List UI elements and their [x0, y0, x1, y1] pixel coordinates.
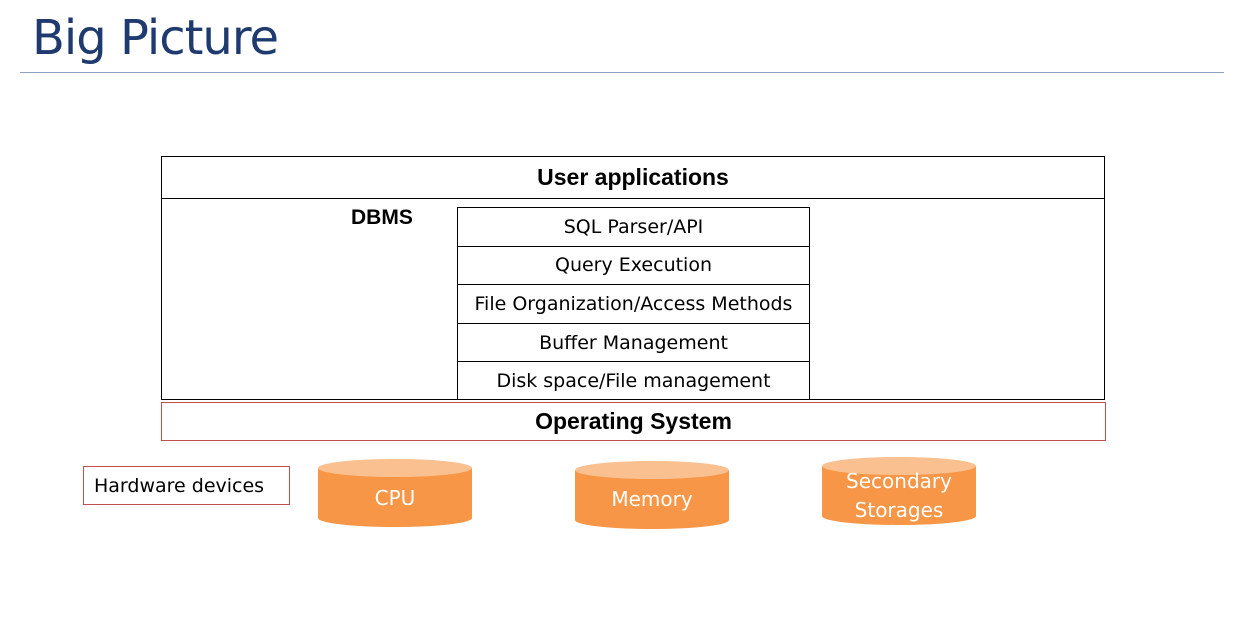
component-file-organization: File Organization/Access Methods	[457, 284, 810, 323]
dbms-component-stack: SQL Parser/API Query Execution File Orga…	[457, 207, 810, 400]
secondary-storage-cylinder: Secondary Storages	[822, 457, 976, 525]
user-applications-layer: User applications	[161, 156, 1105, 199]
page-title: Big Picture	[32, 10, 279, 66]
operating-system-layer: Operating System	[161, 402, 1106, 441]
secondary-storage-label-line1: Secondary	[846, 469, 952, 493]
cylinder-shape	[318, 459, 472, 527]
hardware-devices-label: Hardware devices	[83, 466, 290, 505]
secondary-storage-label-line2: Storages	[854, 498, 944, 522]
component-disk-space: Disk space/File management	[457, 361, 810, 400]
cpu-label: CPU	[374, 486, 416, 510]
component-query-execution: Query Execution	[457, 245, 810, 285]
memory-cylinder: Memory	[575, 461, 729, 529]
cpu-cylinder: CPU	[318, 459, 472, 527]
component-sql-parser: SQL Parser/API	[457, 207, 810, 246]
component-buffer-management: Buffer Management	[457, 322, 810, 362]
memory-label: Memory	[611, 487, 693, 511]
cylinder-shape	[822, 457, 976, 525]
cylinder-shape	[575, 461, 729, 529]
title-divider	[20, 72, 1224, 73]
dbms-label: DBMS	[351, 206, 413, 229]
